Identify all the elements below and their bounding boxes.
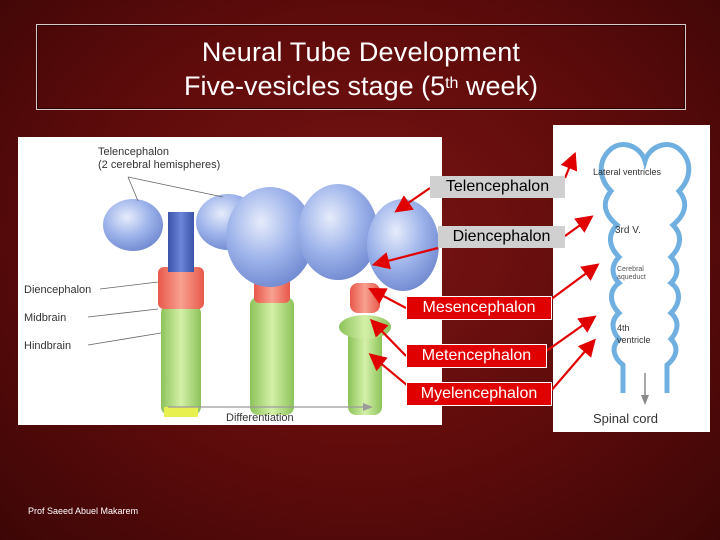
callout-myelencephalon: Myelencephalon [406,382,552,406]
arrow-myelencephalon-right [550,342,593,392]
callout-mesencephalon: Mesencephalon [406,296,552,320]
arrow-mesencephalon-left [372,290,406,308]
callout-diencephalon: Diencephalon [438,226,565,248]
arrow-telencephalon-left [398,188,430,210]
arrow-metencephalon-right [545,318,593,352]
author-credit: Prof Saeed Abuel Makarem [28,506,138,516]
arrow-metencephalon-left [373,322,406,356]
arrow-myelencephalon-left [372,356,408,386]
arrow-diencephalon-right [565,218,590,236]
callout-metencephalon: Metencephalon [406,344,547,368]
arrow-diencephalon-left [376,248,438,264]
callout-telencephalon: Telencephalon [430,176,565,198]
arrow-telencephalon-right [565,156,574,178]
arrow-mesencephalon-right [550,266,596,300]
